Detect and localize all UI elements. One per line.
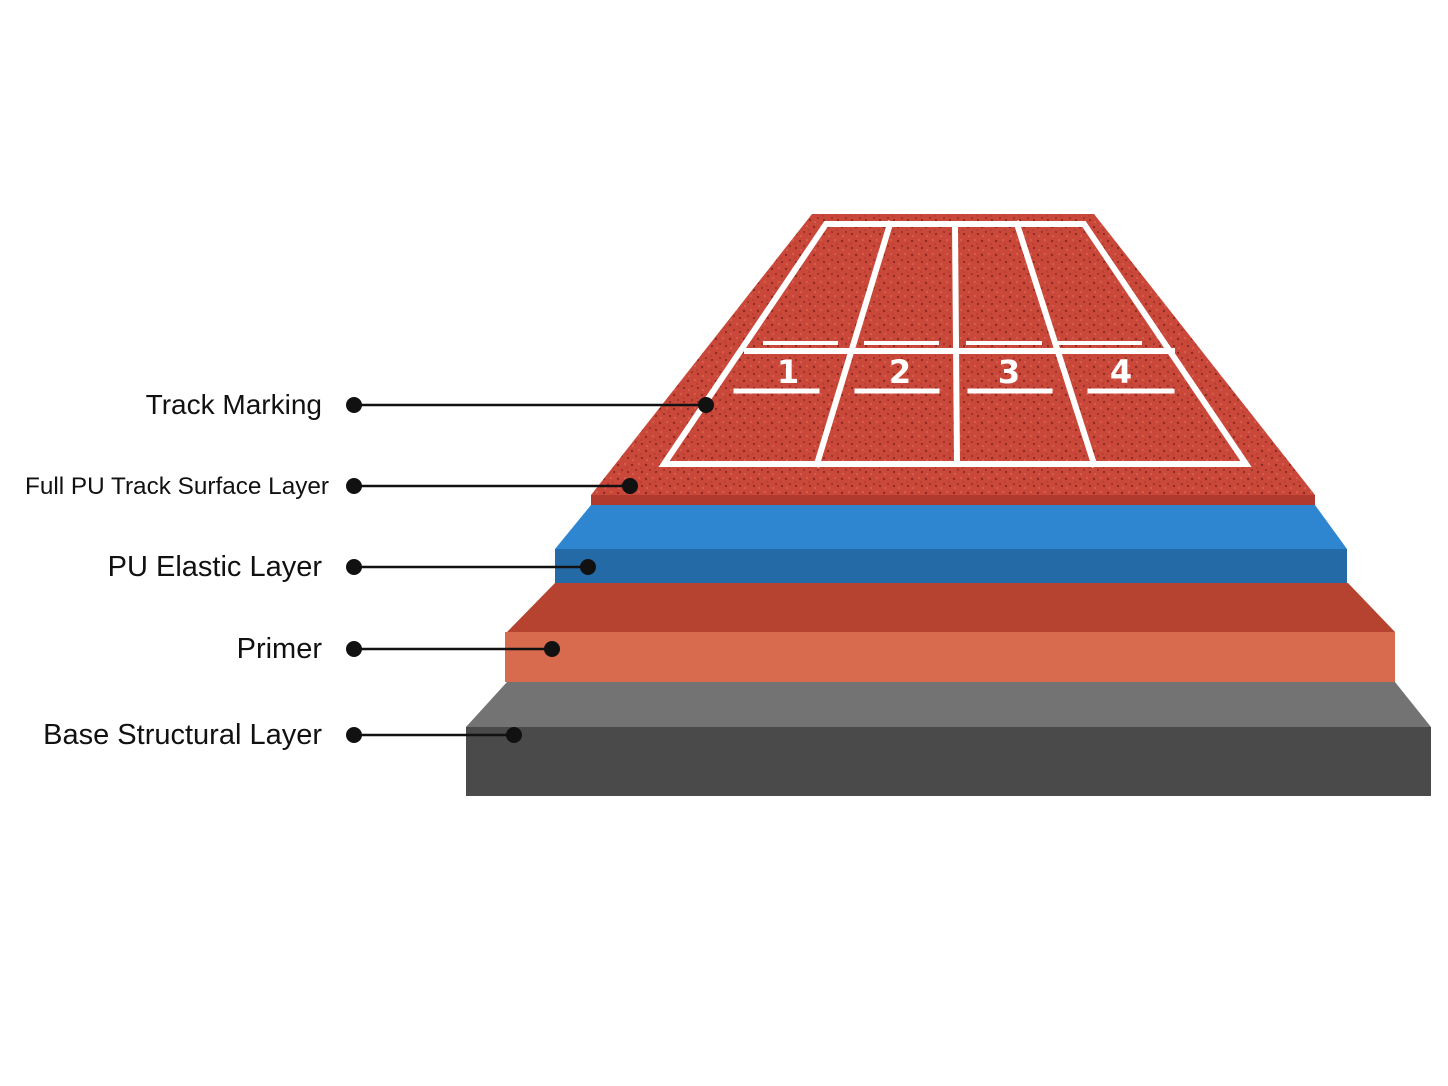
lane-number-4: 4 [1110,353,1132,391]
elastic-layer-front-face [555,549,1347,583]
leader-start-dot [346,641,362,657]
label-track-marking: Track Marking [146,389,322,420]
primer-top-face [507,583,1395,632]
leader-surface-layer [346,478,638,494]
primer-front-face [505,632,1395,682]
track-surface-top-face [591,214,1315,495]
leader-start-dot [346,397,362,413]
leader-primer [346,641,560,657]
leader-lines [346,397,714,743]
track-outline-marking [658,221,1252,467]
lane-number-2: 2 [889,353,911,391]
label-primer: Primer [237,633,323,665]
pu-elastic-layer-block [555,505,1347,583]
lane-number-1: 1 [777,353,799,391]
label-elastic-layer: PU Elastic Layer [108,551,323,583]
elastic-layer-top-face [555,505,1347,549]
leader-end-dot [506,727,522,743]
lane-divider-3 [1013,220,1098,468]
leader-track-marking [346,397,714,413]
lane-number-3: 3 [998,353,1020,391]
lane-divider-2 [951,220,961,468]
track-surface-front-edge [591,495,1315,505]
lane-divider-1 [813,220,894,468]
leader-end-dot [544,641,560,657]
base-layer-top-face [466,682,1431,727]
leader-end-dot [580,559,596,575]
primer-block [505,583,1395,682]
base-structural-layer-block [466,682,1431,796]
leader-start-dot [346,727,362,743]
track-markings [658,220,1252,468]
leader-elastic-layer [346,559,596,575]
track-surface-layer-block [591,214,1315,505]
leader-end-dot [622,478,638,494]
base-layer-front-face [466,727,1431,796]
label-base-layer: Base Structural Layer [43,719,322,751]
leader-end-dot [698,397,714,413]
label-surface-layer: Full PU Track Surface Layer [25,473,329,500]
leader-base-layer [346,727,522,743]
leader-start-dot [346,478,362,494]
leader-start-dot [346,559,362,575]
